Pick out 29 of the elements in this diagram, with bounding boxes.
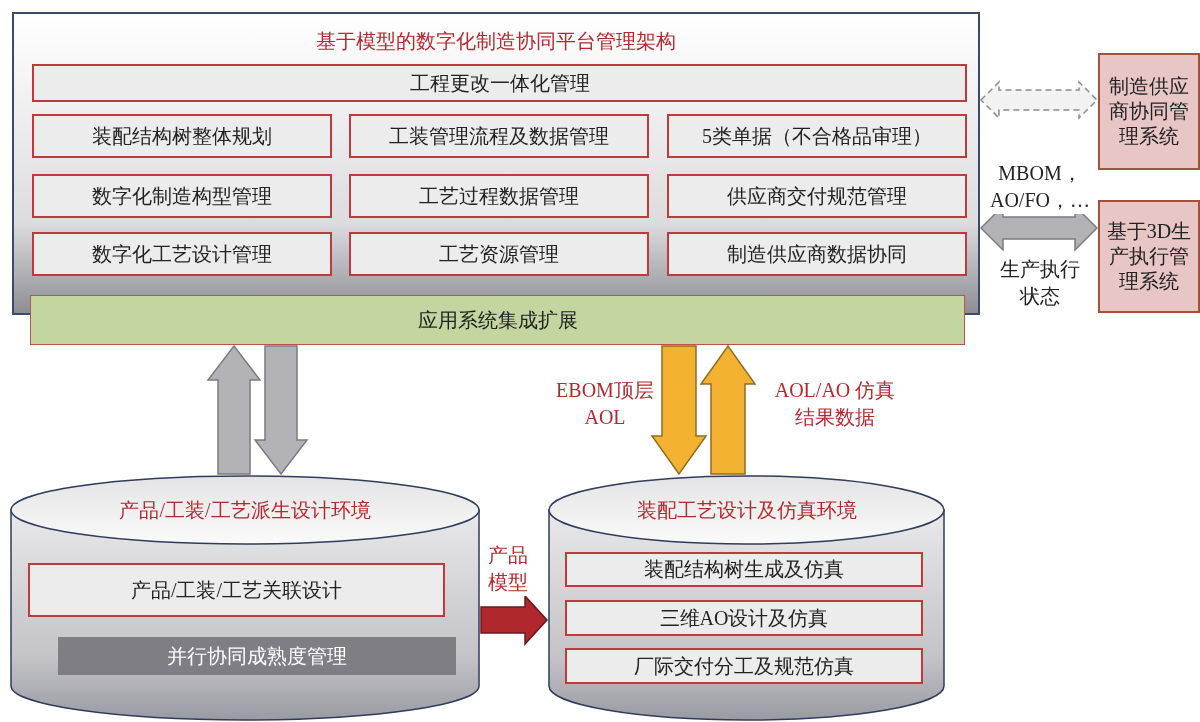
cylinder-title: 装配工艺设计及仿真环境 xyxy=(635,498,858,523)
block-arrow xyxy=(206,344,262,475)
block-arrow xyxy=(253,345,309,476)
cylinder-title: 产品/工装/工艺派生设计环境 xyxy=(118,498,372,523)
database-cylinder xyxy=(10,475,480,721)
block-arrow xyxy=(699,344,757,475)
module-box: 工艺过程数据管理 xyxy=(349,174,649,218)
block-arrow xyxy=(979,80,1099,120)
panel-title: 基于模型的数字化制造协同平台管理架构 xyxy=(315,29,677,54)
module-box: 装配结构树整体规划 xyxy=(32,114,332,158)
system-box: 基于3D生产执行管理系统 xyxy=(1098,200,1200,313)
database-cylinder xyxy=(548,475,945,721)
module-box: 产品/工装/工艺关联设计 xyxy=(28,563,445,617)
block-arrow xyxy=(650,345,708,476)
module-box: 厂际交付分工及规范仿真 xyxy=(565,648,923,684)
module-box: 三维AO设计及仿真 xyxy=(565,600,923,636)
module-box: 工艺资源管理 xyxy=(349,232,649,276)
module-box: 工程更改一体化管理 xyxy=(32,64,967,102)
system-box: 制造供应商协同管理系统 xyxy=(1098,53,1200,170)
module-box: 5类单据（不合格品审理） xyxy=(667,114,967,158)
module-box: 装配结构树生成及仿真 xyxy=(565,552,923,587)
integration-band: 应用系统集成扩展 xyxy=(30,295,965,345)
module-box: 工装管理流程及数据管理 xyxy=(349,114,649,158)
module-box: 制造供应商数据协同 xyxy=(667,232,967,276)
module-box: 数字化工艺设计管理 xyxy=(32,232,332,276)
management-bar: 并行协同成熟度管理 xyxy=(58,637,456,675)
module-box: 供应商交付规范管理 xyxy=(667,174,967,218)
block-arrow xyxy=(480,594,548,646)
module-box: 数字化制造构型管理 xyxy=(32,174,332,218)
